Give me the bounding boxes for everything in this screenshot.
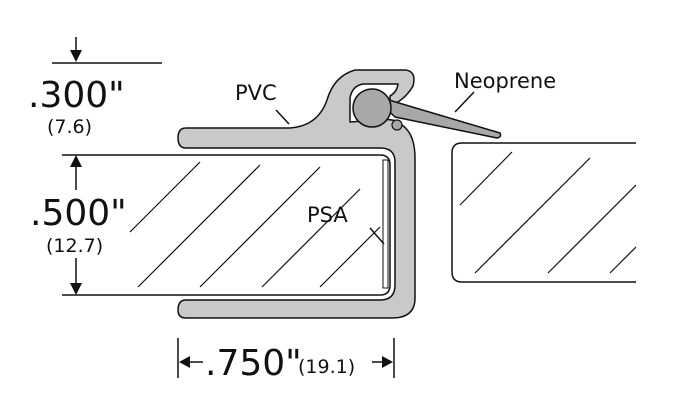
dim-panel-thickness-mm: (12.7) [46, 235, 103, 257]
left-panel-outline [120, 154, 391, 296]
dim-width-mm: (19.1) [298, 356, 355, 378]
dim-width-arrowhead-right [382, 356, 393, 368]
right-panel [451, 142, 637, 283]
dim-width-inches: .750" [205, 343, 302, 384]
right-panel-hatching [459, 151, 637, 274]
dim-panel-thickness-inches: .500" [30, 193, 127, 234]
dim-top-flange-inches: .300" [28, 75, 125, 116]
psa-strip [382, 159, 389, 289]
dim-width-arrowhead-left [179, 356, 190, 368]
dimension-lines [52, 37, 395, 378]
pvc-leader [275, 109, 290, 125]
left-panel [120, 154, 391, 296]
neoprene-bulb [352, 88, 392, 128]
dim-top-flange-mm: (7.6) [47, 116, 92, 138]
psa-leader [369, 227, 385, 245]
dim-mid-arrowhead-down [70, 283, 82, 295]
pvc-label: PVC [235, 81, 277, 105]
dim-mid-arrowhead-up [70, 155, 82, 167]
dim-top-arrowhead [70, 50, 82, 62]
leader-lines [275, 91, 475, 245]
right-panel-outline [451, 142, 636, 283]
left-panel-hatching [129, 161, 381, 288]
neoprene-label: Neoprene [454, 69, 556, 93]
pvc-profile [177, 69, 416, 319]
neoprene-leader [454, 91, 475, 113]
neoprene-nub [391, 119, 403, 131]
neoprene-wiper [371, 94, 502, 139]
psa-label: PSA [307, 203, 348, 227]
neoprene-seal [352, 88, 502, 139]
